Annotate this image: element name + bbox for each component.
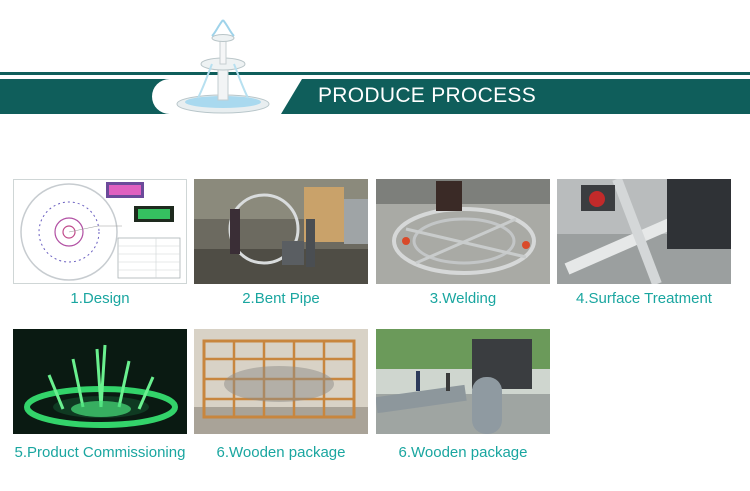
wooden-package-image (194, 329, 368, 434)
step-label: 6.Wooden package (398, 444, 528, 461)
step-label: 4.Surface Treatment (576, 290, 712, 307)
step-label: 1.Design (70, 290, 130, 307)
design-drawing-image (13, 179, 187, 284)
bent-pipe-image (194, 179, 368, 284)
step-label: 3.Welding (429, 290, 497, 307)
header-banner (0, 79, 750, 114)
page-title: PRODUCE PROCESS (318, 84, 537, 107)
welding-image (376, 179, 550, 284)
commissioning-image (13, 329, 187, 434)
surface-treatment-image (557, 179, 731, 284)
step-label: 2.Bent Pipe (242, 290, 320, 307)
fountain-icon (176, 19, 270, 114)
step-label: 6.Wooden package (216, 444, 346, 461)
step-label: 5.Product Commissioning (14, 444, 186, 461)
banner-top-line (0, 72, 750, 75)
pipe-loading-image (376, 329, 550, 434)
